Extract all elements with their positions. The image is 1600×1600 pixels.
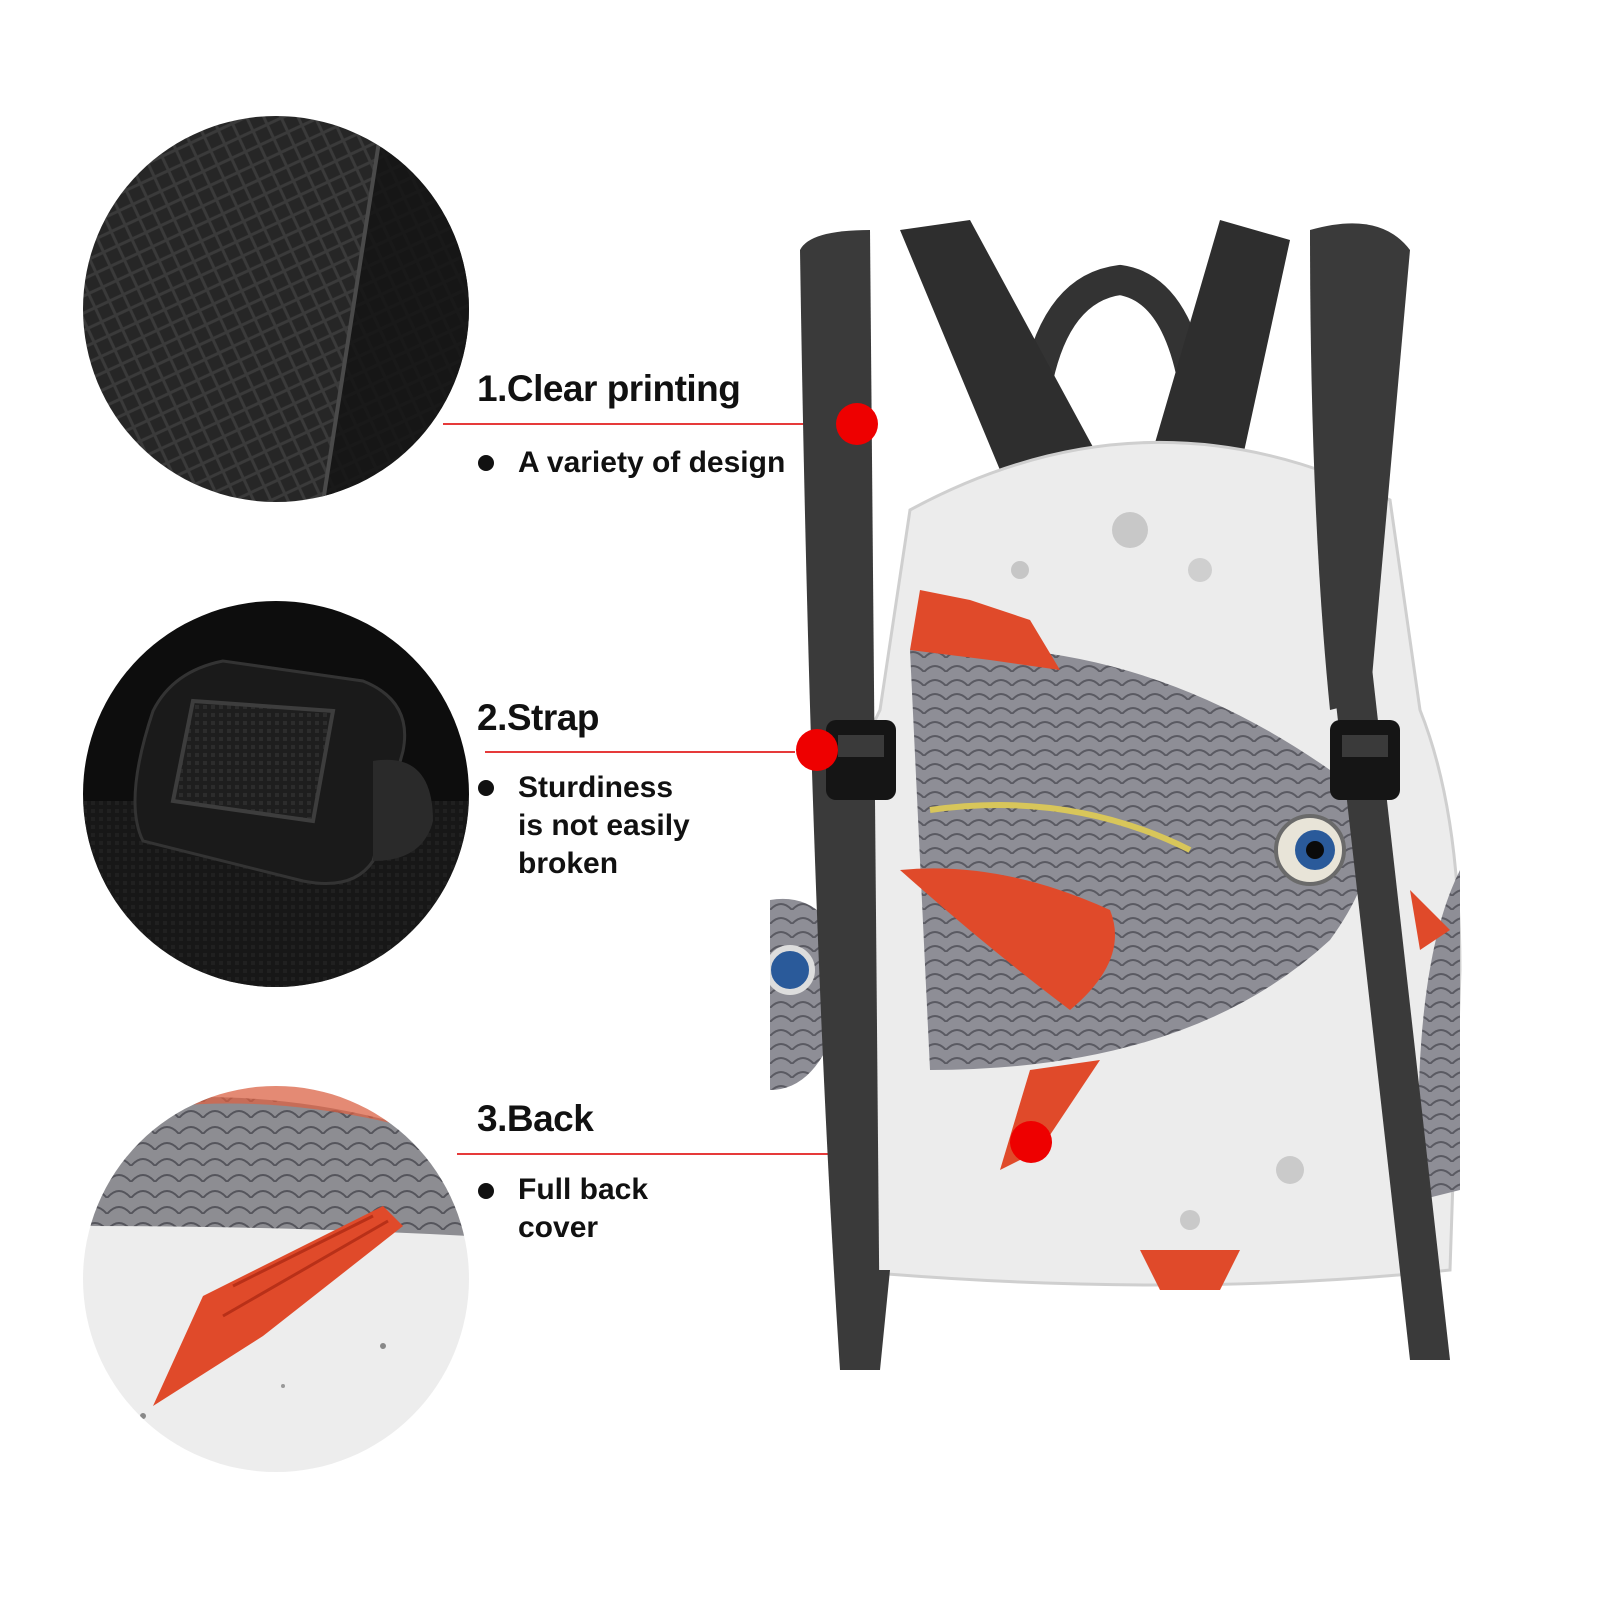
bullet-icon xyxy=(478,455,494,471)
detail-mesh-circle xyxy=(83,116,469,502)
callout-line xyxy=(443,423,835,425)
callout-line xyxy=(485,751,795,753)
callout-line xyxy=(457,1153,1050,1155)
detail-buckle-circle xyxy=(83,601,469,987)
feature-desc: Sturdiness is not easily broken xyxy=(518,771,690,880)
feature-desc: Full back cover xyxy=(518,1173,649,1244)
hotspot-dot-back xyxy=(1010,1121,1052,1163)
feature-title: 3.Back xyxy=(477,1098,594,1139)
feature-desc: A variety of design xyxy=(518,446,786,479)
hotspot-dot-strap xyxy=(796,729,838,771)
bullet-icon xyxy=(478,780,494,796)
feature-title: 1.Clear printing xyxy=(477,368,741,409)
backpack-image xyxy=(765,210,1530,1390)
hotspot-dot-printing xyxy=(836,403,878,445)
feature-title: 2.Strap xyxy=(477,697,599,738)
detail-back-print-circle xyxy=(83,1086,469,1472)
bullet-icon xyxy=(478,1183,494,1199)
